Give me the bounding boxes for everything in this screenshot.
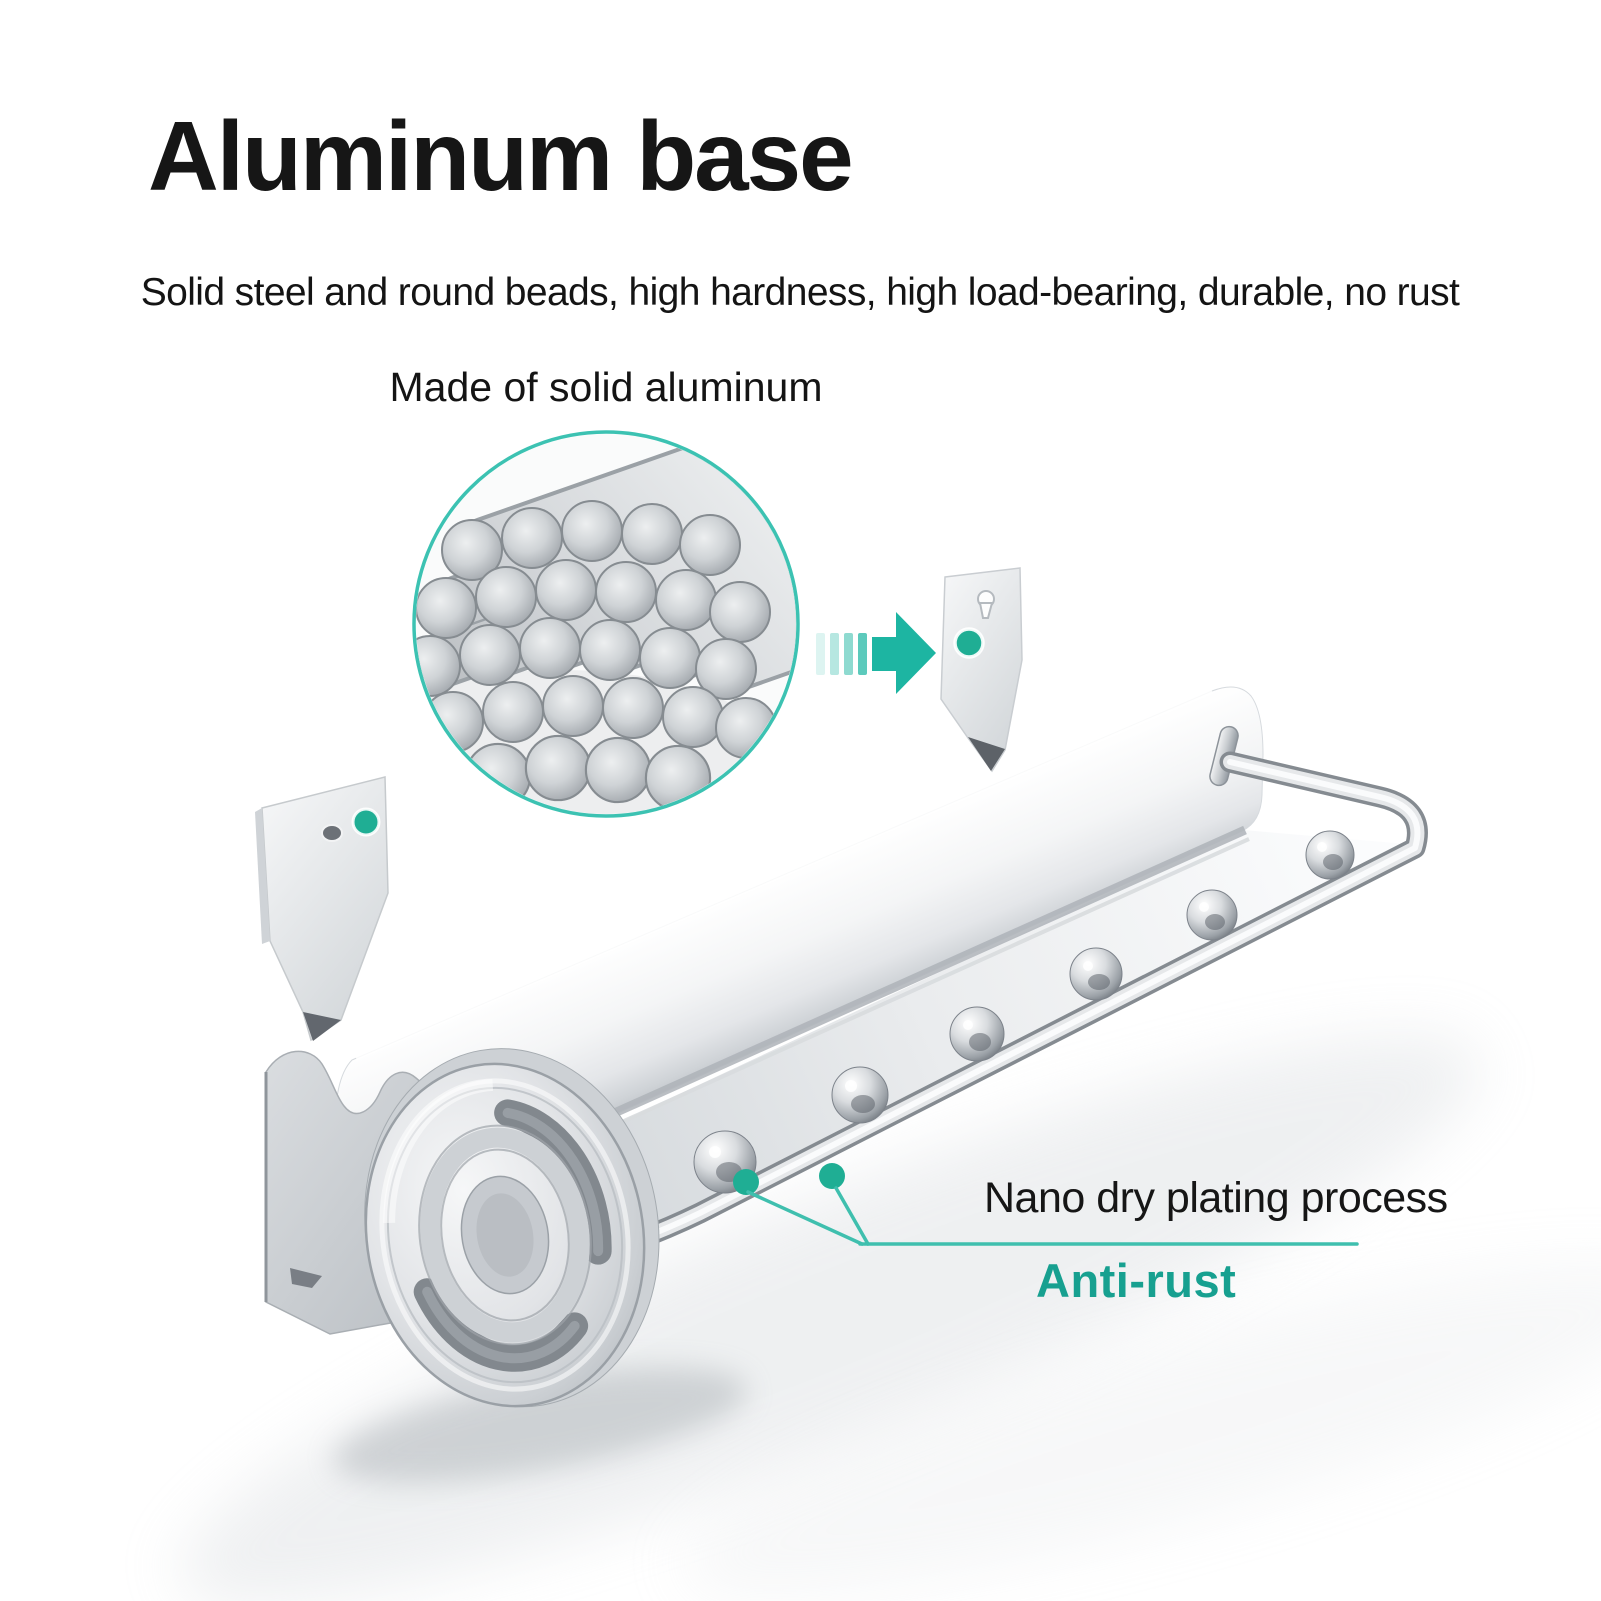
inset-label: Made of solid aluminum xyxy=(389,364,823,410)
callout-lines xyxy=(746,1186,1359,1246)
arrow-right-icon xyxy=(816,612,936,694)
floor-shadow xyxy=(179,1035,1601,1601)
bead-hook xyxy=(1186,889,1238,941)
bracket-foot xyxy=(968,737,1005,771)
callout-nano-label: Nano dry plating process xyxy=(984,1174,1448,1222)
aluminum-rods-inset xyxy=(412,430,800,818)
callout-markers xyxy=(733,1163,1359,1246)
mount-dot-marker-left xyxy=(351,807,381,837)
bead-hook xyxy=(949,1006,1005,1062)
keyhole-slot xyxy=(977,590,995,619)
page-subtitle: Solid steel and round beads, high hardne… xyxy=(140,271,1460,314)
mount-dot-marker-right xyxy=(953,627,985,659)
callout-line xyxy=(834,1186,870,1246)
plate-notch xyxy=(290,1268,322,1288)
page-title: Aluminum base xyxy=(148,101,854,211)
wall-bracket-right xyxy=(940,567,1023,773)
callout-line xyxy=(746,1190,864,1246)
end-cap-disc xyxy=(364,1048,660,1408)
bead-hook xyxy=(1305,830,1355,880)
disc-slots xyxy=(413,1099,612,1372)
bracket-foot xyxy=(303,1012,341,1041)
callout-antirust-label: Anti-rust xyxy=(1036,1254,1237,1307)
dot-marker-rail xyxy=(819,1163,845,1189)
dot-marker-ball xyxy=(733,1169,759,1195)
screw-hole xyxy=(321,824,343,842)
bead-hook xyxy=(1069,947,1123,1001)
bead-hook xyxy=(831,1066,889,1124)
inset-ring xyxy=(412,430,800,818)
backdrop-wedge xyxy=(436,830,1418,1258)
wall-bracket-left xyxy=(255,776,389,1042)
